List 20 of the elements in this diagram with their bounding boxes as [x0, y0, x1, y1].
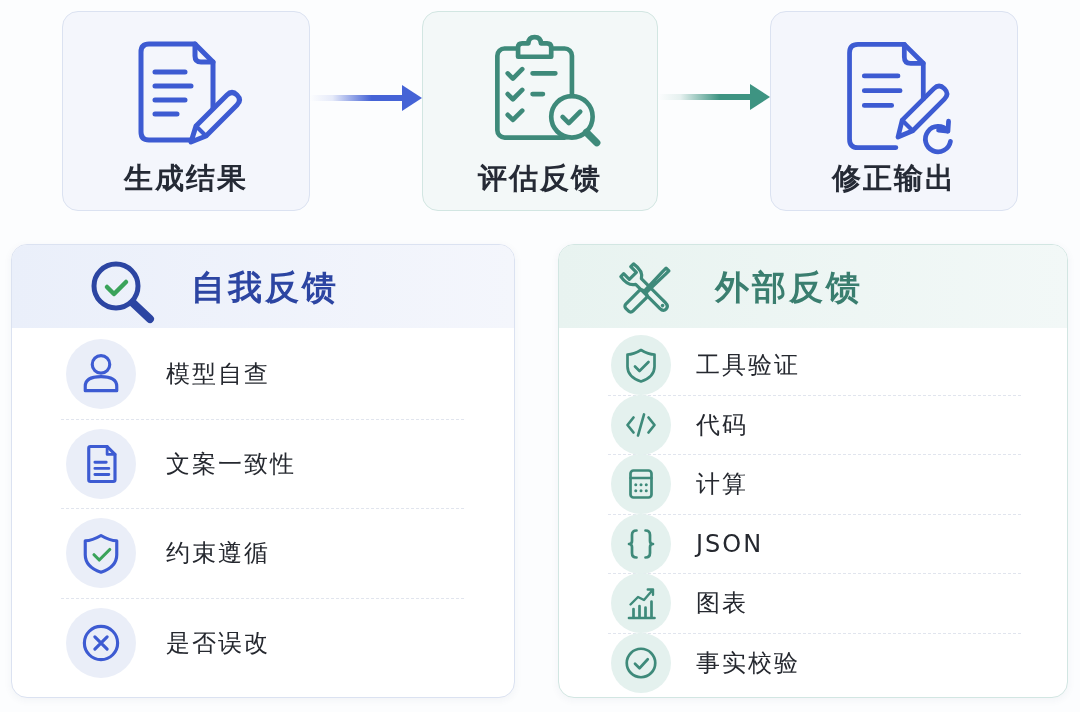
feedback-panel	[11, 244, 515, 698]
panel-heading: 自我反馈	[191, 266, 339, 307]
step-label: 修正输出	[832, 160, 956, 196]
process-box	[770, 11, 1018, 211]
process-box	[62, 11, 310, 211]
item-label: 计算	[696, 469, 748, 499]
item-label: 文案一致性	[166, 449, 296, 478]
panel-heading: 外部反馈	[715, 266, 863, 307]
item-label: 约束遵循	[166, 538, 270, 568]
item-label: 工具验证	[696, 350, 800, 380]
item-label: 是否误改	[166, 628, 270, 657]
item-label: 代码	[696, 410, 748, 439]
item-label: 模型自查	[166, 359, 270, 389]
item-label: 事实校验	[696, 648, 800, 677]
step-label: 评估反馈	[478, 160, 602, 196]
step-label: 生成结果	[124, 160, 248, 196]
feedback-panel	[558, 244, 1068, 698]
item-label: JSON	[696, 529, 764, 558]
process-box	[422, 11, 658, 211]
item-label: 图表	[696, 588, 748, 618]
